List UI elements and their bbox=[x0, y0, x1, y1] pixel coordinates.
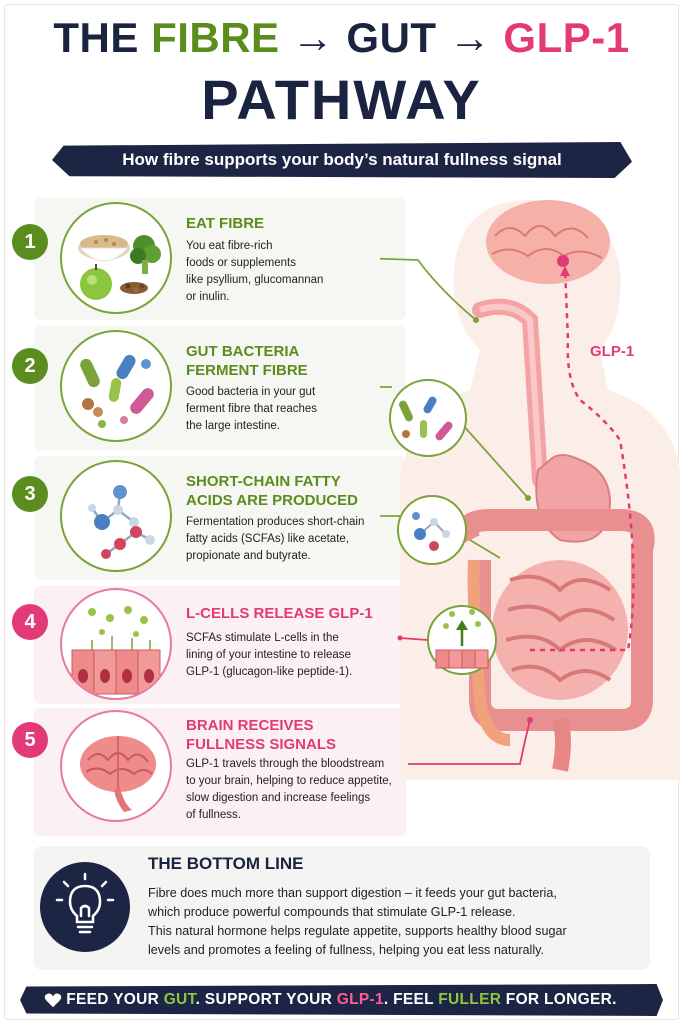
brain-target-dot bbox=[557, 255, 569, 267]
bacteria-icon bbox=[80, 354, 154, 428]
step-2-number: 2 bbox=[12, 348, 48, 384]
step-1-circle bbox=[60, 202, 172, 314]
bottom-line-title: THE BOTTOM LINE bbox=[148, 854, 304, 873]
glp1-label: GLP-1 bbox=[590, 343, 634, 360]
lightbulb-icon bbox=[55, 872, 115, 934]
brain-icon bbox=[80, 736, 156, 812]
l-cell-icon bbox=[71, 606, 161, 695]
title-line-2: PATHWAY bbox=[201, 68, 482, 131]
digestive-system-diagram: GLP-1 bbox=[380, 200, 680, 780]
step-5-circle bbox=[60, 710, 172, 822]
lightbulb-badge bbox=[40, 862, 130, 952]
step-3-number: 3 bbox=[12, 476, 48, 512]
title-arrow-2: → bbox=[448, 14, 492, 61]
glp1-signal-path bbox=[530, 267, 635, 652]
bottom-line-box bbox=[34, 846, 650, 970]
subtitle: How fibre supports your body’s natural f… bbox=[122, 150, 562, 169]
zoom-l-cells bbox=[427, 605, 497, 675]
heart-icon bbox=[44, 993, 62, 1008]
title-arrow-1: → bbox=[291, 14, 335, 61]
anatomy-small-intestine bbox=[492, 560, 628, 700]
title-word-glp1: GLP-1 bbox=[503, 14, 630, 61]
molecule-icon bbox=[88, 485, 155, 559]
bottom-line-body: Fibre does much more than support digest… bbox=[148, 886, 567, 957]
step-4-circle bbox=[60, 588, 172, 700]
zoom-bacteria bbox=[389, 379, 467, 457]
title-word-fibre: FIBRE bbox=[151, 14, 280, 61]
step-1-number: 1 bbox=[12, 224, 48, 260]
footer-slogan: FEED YOUR GUT. SUPPORT YOUR GLP-1. FEEL … bbox=[66, 991, 617, 1008]
step-3-circle bbox=[60, 460, 172, 572]
zoom-molecules bbox=[397, 495, 467, 565]
step-4-title: L-CELLS RELEASE GLP-1 bbox=[186, 605, 373, 622]
step-4-number: 4 bbox=[12, 604, 48, 640]
step-5-number: 5 bbox=[12, 722, 48, 758]
title-word-the: THE bbox=[53, 14, 139, 61]
step-2-circle bbox=[60, 330, 172, 442]
title-line-1: THE FIBRE → GUT → GLP-1 bbox=[0, 14, 683, 62]
anatomy-brain bbox=[486, 200, 610, 284]
step-1-title: EAT FIBRE bbox=[186, 215, 265, 232]
footer-banner bbox=[20, 984, 663, 1016]
fibre-foods-icon bbox=[78, 235, 161, 300]
subtitle-banner bbox=[52, 142, 632, 178]
title-word-gut: GUT bbox=[346, 14, 437, 61]
